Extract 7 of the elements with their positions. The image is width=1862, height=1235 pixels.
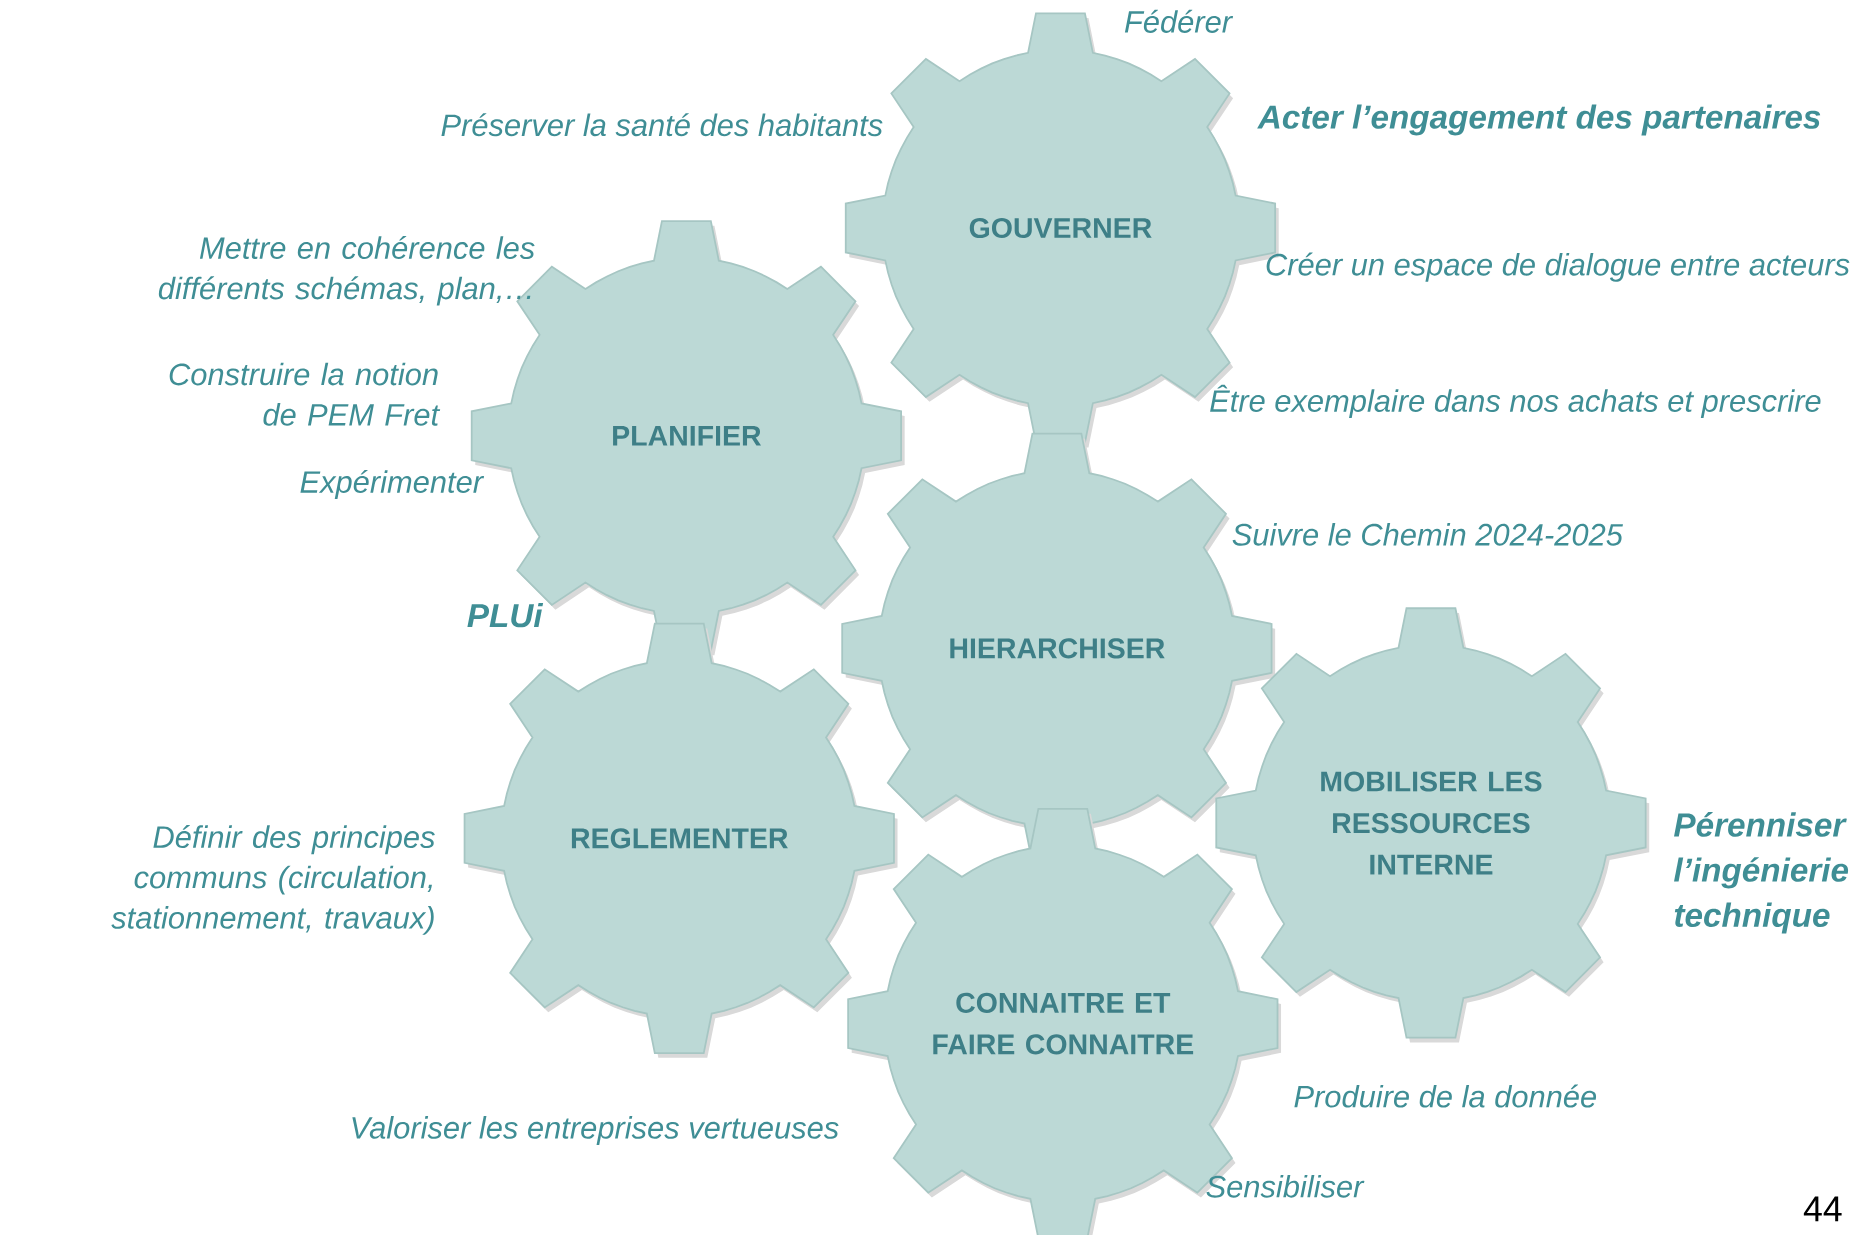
annotation: Construire la notion de PEM Fret	[169, 362, 441, 426]
annotation: Valoriser les entreprises vertueuses	[352, 1116, 839, 1145]
gear: MOBILISER LES RESSOURCES INTERNE	[1215, 607, 1650, 1043]
annotation: Définir des principes communs (circulation, stationnement, travaux)	[111, 825, 435, 935]
annotation: Fédérer	[1124, 9, 1234, 33]
page-number: 44	[1803, 1196, 1842, 1222]
annotation: Produire de la donnée	[1294, 1084, 1597, 1108]
